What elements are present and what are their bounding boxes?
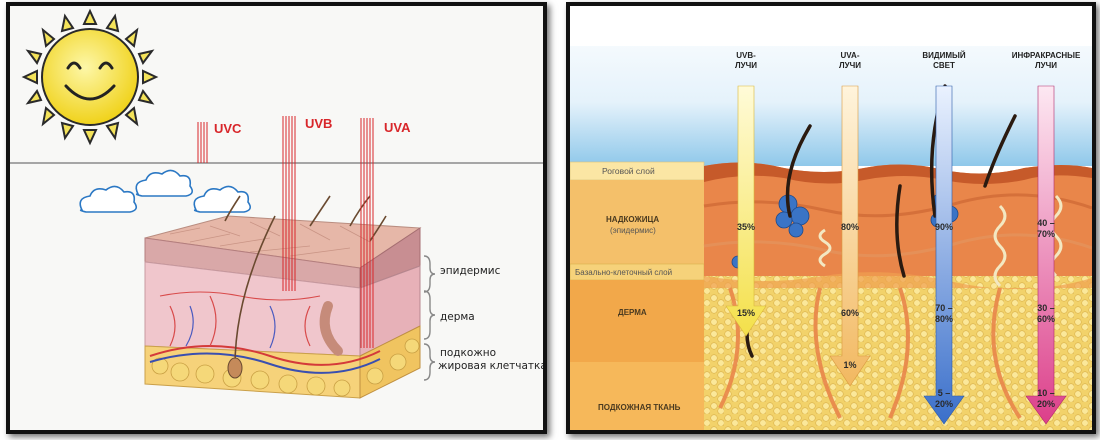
header-infrared-line2: ЛУЧИ	[1035, 61, 1057, 70]
hypodermis-label-line1: подкожно	[440, 347, 496, 359]
infrared-arrow	[1025, 85, 1067, 425]
infrared-pct-hypodermis-line1: 10 –	[1037, 388, 1055, 398]
header-visible-line2: СВЕТ	[933, 61, 955, 70]
infrared-pct-hypodermis-line2: 20%	[1037, 399, 1055, 409]
visible-pct-dermis-line1: 70 –	[935, 303, 953, 313]
visible-pct-hypodermis-line1: 5 –	[938, 388, 951, 398]
infrared-pct-epidermis-line1: 40 –	[1037, 218, 1055, 228]
header-uva-line2: ЛУЧИ	[839, 61, 861, 70]
uvb-pct-epidermis: 35%	[737, 222, 755, 232]
band-label-stratum-corneum: Роговой слой	[602, 166, 655, 176]
infrared-pct-dermis-line1: 30 –	[1037, 303, 1055, 313]
sun-icon	[21, 8, 159, 146]
right-diagram-svg: Роговой слой НАДКОЖИЦА (эпидермис) Базал…	[570, 6, 1092, 430]
band-label-dermis: ДЕРМА	[618, 308, 647, 317]
epidermis-label: эпидермис	[440, 265, 501, 277]
band-label-subcutaneous: ПОДКОЖНАЯ ТКАНЬ	[598, 403, 681, 412]
visible-pct-hypodermis-line2: 20%	[935, 399, 953, 409]
uva-pct-epidermis: 80%	[841, 222, 859, 232]
uvb-label: UVB	[305, 116, 332, 131]
cloud-icon	[193, 185, 252, 213]
dermis-label: дерма	[440, 311, 475, 323]
visible-pct-epidermis: 90%	[935, 222, 953, 232]
uvb-arrow	[725, 85, 767, 337]
header-visible-line1: ВИДИМЫЙ	[922, 51, 965, 60]
cloud-icon	[79, 185, 138, 213]
layer-legend-column	[570, 161, 705, 430]
visible-light-arrow	[923, 85, 965, 425]
uvc-label: UVC	[214, 121, 242, 136]
layer-brackets	[423, 255, 436, 381]
infrared-pct-dermis-line2: 60%	[1037, 314, 1055, 324]
header-uvb-line2: ЛУЧИ	[735, 61, 757, 70]
uva-pct-hypodermis: 1%	[843, 360, 856, 370]
band-label-epidermis-line1: НАДКОЖИЦА	[606, 215, 659, 224]
clouds	[79, 169, 252, 213]
left-diagram-svg: UVC UVB UVA эпидермис дерма подкожно жир…	[10, 8, 543, 399]
uva-arrow	[829, 85, 871, 387]
uva-pct-dermis: 60%	[841, 308, 859, 318]
header-uvb-line1: UVB-	[736, 51, 756, 60]
left-panel-uv-penetration-diagram: UVC UVB UVA эпидермис дерма подкожно жир…	[6, 2, 547, 434]
uva-label: UVA	[384, 120, 411, 135]
header-infrared-line1: ИНФРАКРАСНЫЕ	[1012, 51, 1081, 60]
uvb-pct-dermis: 15%	[737, 308, 755, 318]
right-panel-radiation-penetration-diagram: Роговой слой НАДКОЖИЦА (эпидермис) Базал…	[566, 2, 1096, 434]
header-uva-line1: UVA-	[841, 51, 860, 60]
visible-pct-dermis-line2: 80%	[935, 314, 953, 324]
band-label-basal-layer: Базально-клеточный слой	[575, 268, 672, 277]
uva-ray	[360, 118, 374, 348]
band-label-epidermis-line2: (эпидермис)	[610, 226, 656, 235]
uvc-ray	[197, 122, 208, 163]
infrared-pct-epidermis-line2: 70%	[1037, 229, 1055, 239]
uvb-ray	[282, 116, 296, 291]
hypodermis-label-line2: жировая клетчатка	[438, 360, 543, 372]
cloud-icon	[135, 169, 194, 197]
